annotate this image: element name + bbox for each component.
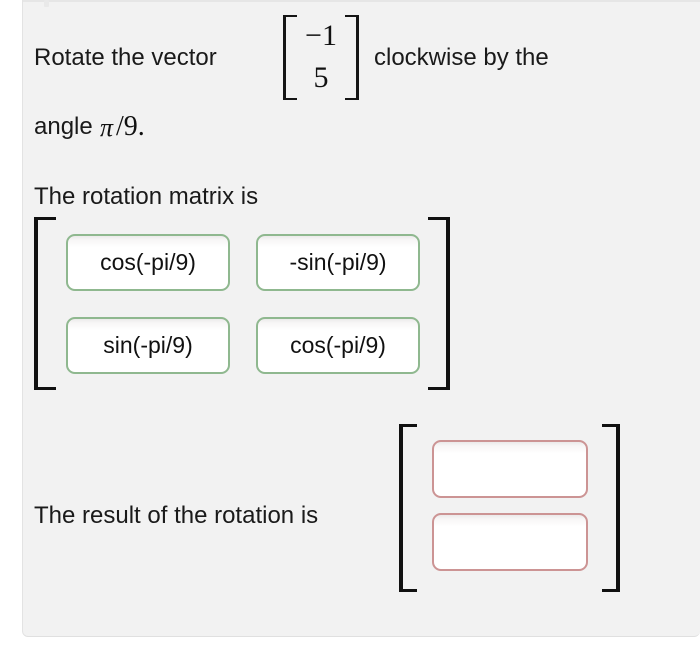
matrix-input-r2c2[interactable]: cos(-pi/9): [256, 317, 420, 374]
pi-symbol: π: [100, 113, 114, 142]
problem-line2-prefix: angle: [34, 113, 93, 140]
vector-bracket-right: [345, 15, 359, 100]
matrix-bracket-right: [428, 217, 450, 390]
result-input-row1[interactable]: [432, 440, 588, 498]
matrix-input-r2c1[interactable]: sin(-pi/9): [66, 317, 230, 374]
problem-line1-prefix: Rotate the vector: [34, 44, 217, 71]
problem-line1-suffix: clockwise by the: [374, 44, 549, 71]
vector-entry-row2: 5: [313, 61, 329, 94]
vector-entry-row1: −1: [305, 19, 337, 52]
result-label: The result of the rotation is: [34, 502, 319, 529]
panel-top-divider: [23, 0, 700, 2]
matrix-input-r1c2[interactable]: -sin(-pi/9): [256, 234, 420, 291]
result-input-row2[interactable]: [432, 513, 588, 571]
matrix-input-r1c1[interactable]: cos(-pi/9): [66, 234, 230, 291]
vector-bracket-left: [283, 15, 297, 100]
problem-line2-rest: /9.: [116, 111, 145, 142]
result-bracket-right: [602, 424, 620, 592]
result-bracket-left: [399, 424, 417, 592]
matrix-bracket-left: [34, 217, 56, 390]
panel-top-marker: [44, 0, 49, 7]
rotation-matrix-label: The rotation matrix is: [34, 183, 259, 210]
